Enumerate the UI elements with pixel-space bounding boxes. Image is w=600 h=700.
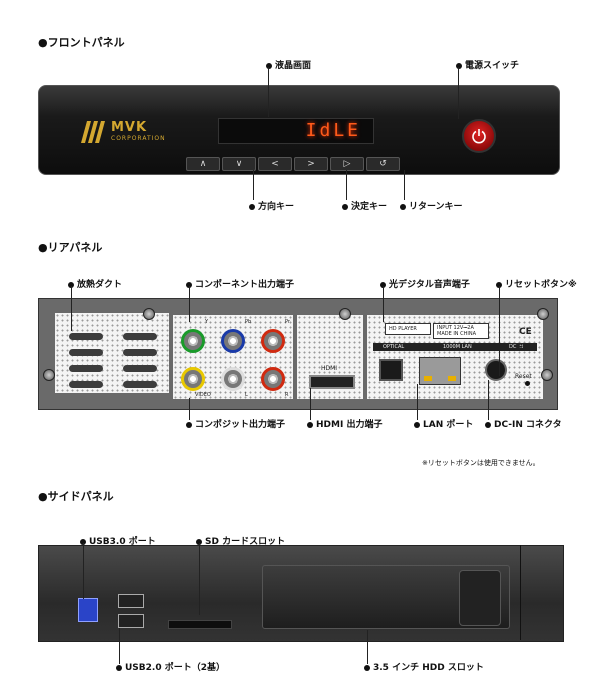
label-pr: Pr — [285, 319, 290, 325]
lcd-screen: IdLE — [218, 118, 374, 144]
logo-text: MVK — [111, 120, 148, 135]
hdd-callout: 3.5 インチ HDD スロット — [364, 660, 484, 673]
label-video: VIDEO — [195, 392, 211, 398]
power-button[interactable] — [462, 119, 496, 153]
rating-tag: INPUT 12V⎓2A MADE IN CHINA — [433, 323, 489, 339]
front-panel-title: ●フロントパネル — [38, 36, 125, 49]
hdmi-port[interactable] — [309, 375, 355, 389]
lcd-leader — [268, 67, 269, 117]
return-leader — [404, 170, 405, 200]
enter-key[interactable]: ▷ — [330, 157, 364, 171]
hdmi-callout: HDMI 出力端子 — [307, 417, 382, 430]
component-pr-jack[interactable] — [261, 329, 285, 353]
label-pb: Pb — [245, 319, 252, 325]
usb3-callout: USB3.0 ポート — [80, 534, 156, 547]
enter-callout: 決定キー — [342, 199, 387, 212]
usb2-port-1[interactable] — [118, 594, 144, 608]
reset-button[interactable] — [525, 381, 530, 386]
fc-mark: FC — [517, 343, 530, 353]
component-callout: コンポーネント出力端子 — [186, 277, 294, 290]
composite-video-jack[interactable] — [181, 367, 205, 391]
hdd-tray-handle[interactable] — [459, 570, 501, 626]
label-r: R — [285, 392, 289, 398]
lcd-callout: 液晶画面 — [266, 58, 311, 71]
return-callout: リターンキー — [400, 199, 463, 212]
component-y-jack[interactable] — [181, 329, 205, 353]
usb2-callout: USB2.0 ポート（2基） — [116, 660, 225, 673]
direction-leader — [253, 170, 254, 200]
down-key[interactable]: ∨ — [222, 157, 256, 171]
reset-label: Reset — [515, 373, 532, 380]
usb2-port-2[interactable] — [118, 614, 144, 628]
sd-card-slot[interactable] — [168, 620, 232, 629]
lan-port[interactable] — [419, 357, 461, 385]
side-panel-title: ●サイドパネル — [38, 490, 114, 503]
direction-callout: 方向キー — [249, 199, 294, 212]
left-key[interactable]: < — [258, 157, 292, 171]
sd-callout: SD カードスロット — [196, 534, 285, 547]
component-pb-jack[interactable] — [221, 329, 245, 353]
hd-player-tag: HD PLAYER — [385, 323, 431, 335]
label-hdmi: HDMI — [321, 365, 338, 372]
lan-callout: LAN ポート — [414, 417, 473, 430]
reset-note: ※リセットボタンは使用できません。 — [422, 459, 540, 467]
usb3-port[interactable] — [78, 598, 98, 622]
reset-callout: リセットボタン※ — [496, 277, 577, 290]
up-key[interactable]: ∧ — [186, 157, 220, 171]
mvk-logo-icon — [81, 121, 105, 143]
ce-mark: CE — [519, 327, 532, 337]
enter-leader — [346, 170, 347, 200]
composite-callout: コンポジット出力端子 — [186, 417, 285, 430]
label-l: L — [245, 392, 248, 398]
composite-r-jack[interactable] — [261, 367, 285, 391]
lcd-display-text: IdLE — [305, 120, 361, 141]
right-key[interactable]: > — [294, 157, 328, 171]
rear-panel: Y Pb Pr VIDEO L R HDMI HD PLAYER INPUT 1… — [38, 298, 558, 410]
composite-l-jack[interactable] — [221, 367, 245, 391]
label-y: Y — [205, 319, 209, 325]
power-icon — [472, 129, 486, 144]
connector-label-bar: OPTICAL 1000M LAN DC IN — [373, 343, 537, 351]
power-callout: 電源スイッチ — [456, 58, 519, 71]
dc-in-port[interactable] — [485, 359, 507, 381]
return-key[interactable]: ↺ — [366, 157, 400, 171]
dcin-callout: DC-IN コネクタ — [485, 417, 562, 430]
mvk-logo: MVK CORPORATION — [77, 120, 165, 147]
power-leader — [458, 67, 459, 119]
optical-callout: 光デジタル音声端子 — [380, 277, 470, 290]
heat-vent-callout: 放熱ダクト — [68, 277, 122, 290]
optical-port[interactable] — [379, 359, 403, 381]
hdd-slot[interactable] — [262, 565, 510, 629]
logo-subtext: CORPORATION — [111, 135, 166, 142]
rear-panel-title: ●リアパネル — [38, 241, 103, 254]
